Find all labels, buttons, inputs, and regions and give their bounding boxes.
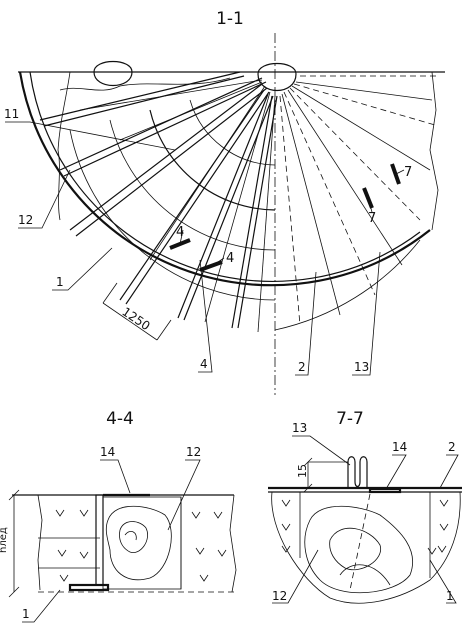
s7-dashed-diagonal [349,493,371,591]
s7-label-13: 13 [292,421,307,435]
cut-label-7b: 7 [368,211,376,226]
label-11: 11 [4,107,19,121]
radial-beams [39,71,278,329]
s4-leader-14 [100,459,131,494]
s4-ice-mass [105,505,172,580]
dimension-1250 [102,282,172,341]
shore-irregular [59,77,231,91]
s4-bottom-plate [68,583,110,592]
plan-title: 1-1 [216,9,244,29]
ring-1 [149,109,276,211]
section-7-title: 7-7 [336,409,364,429]
plan-view: 1-1 [4,9,445,395]
s7-plate-14 [368,487,402,494]
outer-arc-inner [29,71,421,283]
s4-leader-12 [167,459,201,531]
s7-water-marks [281,499,449,555]
s7-leader-14 [385,454,407,490]
s7-leader-1 [429,559,457,604]
s4-ice-outline [37,494,237,593]
cut-label-7a: 7 [404,165,412,180]
s4-label-12: 12 [186,445,201,459]
s7-label-14: 14 [392,440,407,454]
ring-2 [109,119,276,251]
center-hub [257,63,297,92]
s7-leader-12 [272,549,319,604]
ring-0 [189,99,276,166]
leaders-plan [5,121,381,376]
s7-label-12: 12 [272,589,287,603]
section-4-title: 4-4 [106,409,134,429]
ring-right-1 [274,239,421,331]
label-13: 13 [354,360,369,374]
label-4: 4 [200,357,208,371]
s7-ice-mass [304,505,413,594]
cut-label-4a: 4 [176,225,184,240]
s4-label-14: 14 [100,445,115,459]
cut-label-4b: 4 [226,251,234,266]
label-12: 12 [18,213,33,227]
s7-dim-15-label: 15 [296,464,309,478]
cut-mark-7 [362,163,405,213]
s7-fold [330,456,400,489]
label-2: 2 [298,360,306,374]
s7-leader-2 [439,454,459,489]
dimension-1250-label: 1250 [119,305,152,334]
s7-label-1: 1 [446,589,454,603]
s4-dim-label: hлед [0,527,9,553]
mound-left [93,61,133,86]
outer-arc [18,71,431,287]
s7-bowl [271,491,461,604]
s4-label-1: 1 [22,607,30,621]
s7-leader-13 [292,435,351,466]
s4-water-marks [55,509,227,582]
right-boundary [429,71,439,231]
radial-thin-lines [79,79,276,333]
section-7-7: 7-7 15 13 14 2 12 1 [268,409,462,604]
left-shore [57,71,71,221]
s4-post [95,494,104,586]
s4-leader-1 [22,589,61,623]
s7-label-2: 2 [448,440,456,454]
cut-mark-4 [169,229,225,272]
label-1: 1 [56,275,64,289]
section-4-4: 4-4 hлед 14 12 1 [0,409,237,623]
right-radial-lines [279,81,436,326]
